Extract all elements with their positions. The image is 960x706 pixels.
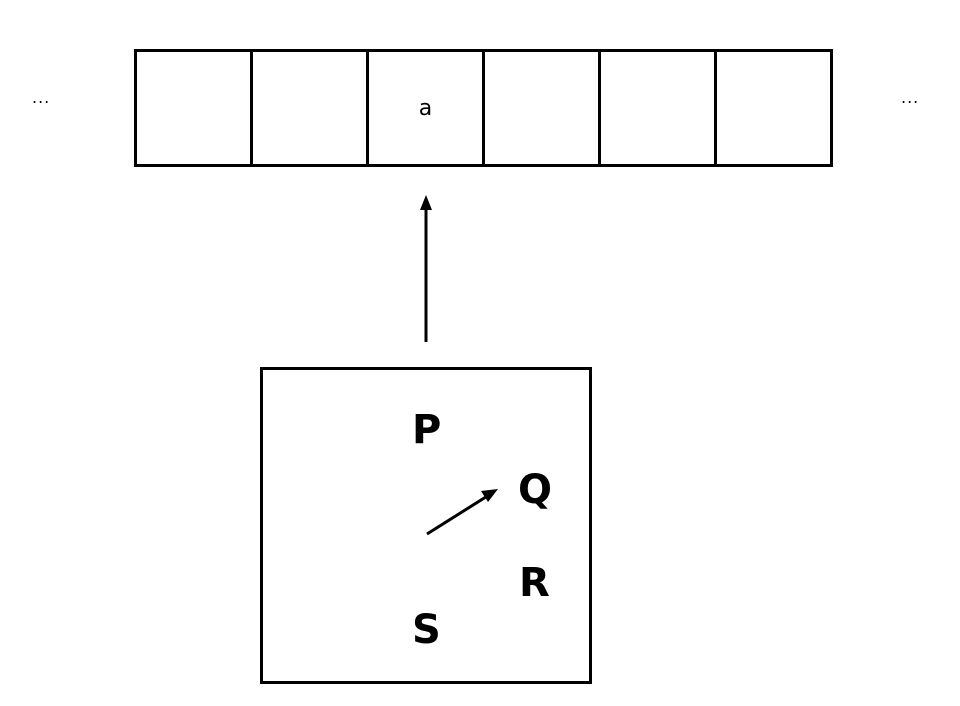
tape-cell-3: a	[366, 52, 482, 164]
tape-cell-1	[137, 52, 250, 164]
diagonal-arrow-icon	[426, 489, 498, 536]
tape-cell-5	[598, 52, 714, 164]
tape-right-ellipsis: ...	[901, 88, 920, 107]
tape-cell-2	[250, 52, 366, 164]
tape: a	[134, 49, 833, 167]
up-arrow-icon	[420, 195, 432, 342]
tape-cell-4	[482, 52, 598, 164]
tape-left-ellipsis: ...	[32, 88, 51, 107]
state-machine-box: P Q R S	[260, 367, 592, 684]
tape-cell-6	[714, 52, 830, 164]
state-q-label: Q	[518, 467, 553, 513]
state-s-label: S	[412, 607, 441, 653]
state-r-label: R	[519, 560, 550, 606]
state-p-label: P	[412, 407, 442, 453]
